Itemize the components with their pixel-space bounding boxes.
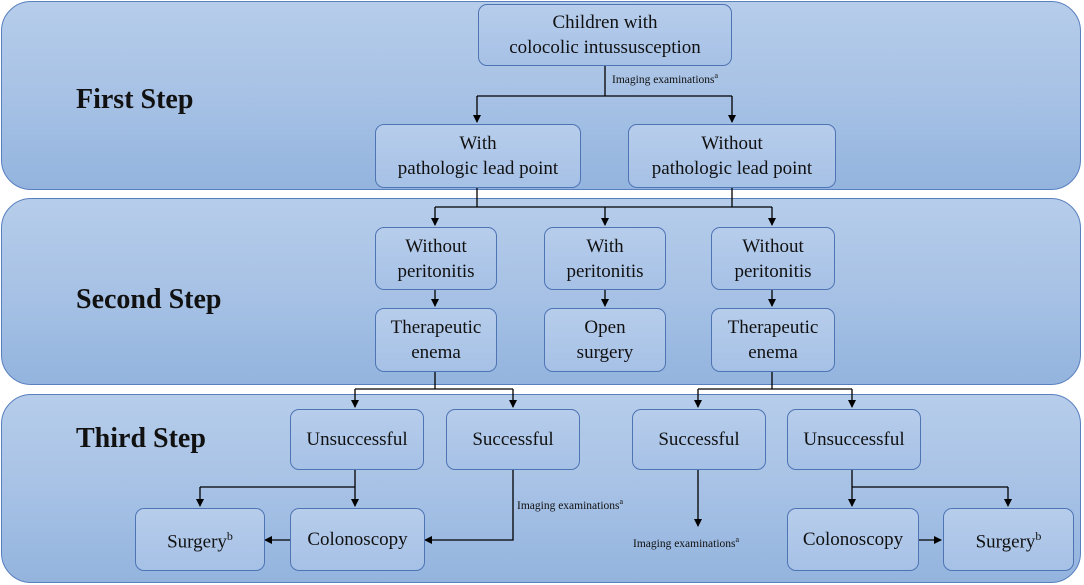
with-lead-line1: With — [459, 133, 497, 154]
unsuccessful-right-node: Unsuccessful — [787, 409, 921, 470]
enema-right-line2: enema — [748, 342, 798, 363]
enema-left-line1: Therapeutic — [390, 317, 482, 338]
surgery-left-node: Surgeryb — [135, 508, 265, 571]
therapeutic-enema-right-node: Therapeutic enema — [711, 308, 835, 372]
third-step-title: Third Step — [76, 423, 206, 454]
enema-left-line2: enema — [411, 342, 461, 363]
edge-succ-left-imaging — [424, 470, 514, 544]
with-lead-line2: pathologic lead point — [397, 158, 559, 179]
no-perit-right-line1: Without — [742, 235, 804, 257]
succ-right-label: Successful — [658, 429, 740, 450]
unsucc-right-label: Unsuccessful — [803, 429, 905, 450]
second-step-title: Second Step — [76, 284, 222, 315]
first-step-title: First Step — [76, 84, 194, 115]
open-surgery-line1: Open — [584, 317, 626, 338]
open-surgery-node: Open surgery — [544, 308, 666, 372]
unsucc-left-label: Unsuccessful — [306, 429, 408, 450]
surgery-right-node: Surgeryb — [943, 508, 1074, 571]
no-perit-left-line2: peritonitis — [397, 260, 475, 282]
no-perit-right-line2: peritonitis — [734, 260, 812, 282]
enema-right-line1: Therapeutic — [727, 317, 819, 338]
second-step-band — [1, 198, 1081, 385]
root-node-line1: Children with — [552, 12, 658, 33]
without-peritonitis-right-node: Without peritonitis — [711, 227, 835, 290]
surgery-left-label: Surgeryb — [167, 529, 233, 553]
root-node-line2: colocolic intussusception — [509, 37, 701, 58]
imaging-label-right: Imaging examinationsa — [633, 535, 740, 550]
no-perit-left-line1: Without — [405, 235, 467, 257]
without-lead-point-node: Without pathologic lead point — [628, 124, 836, 188]
successful-right-node: Successful — [632, 409, 766, 470]
with-peritonitis-node: With peritonitis — [544, 227, 666, 290]
imaging-label-left: Imaging examinationsa — [517, 497, 624, 512]
unsuccessful-left-node: Unsuccessful — [290, 409, 424, 470]
colon-right-label: Colonoscopy — [802, 529, 904, 550]
colonoscopy-left-node: Colonoscopy — [290, 508, 425, 571]
open-surgery-line2: surgery — [576, 342, 634, 363]
without-lead-line1: Without — [701, 133, 763, 154]
successful-left-node: Successful — [446, 409, 580, 470]
with-perit-line1: With — [586, 235, 624, 257]
succ-left-label: Successful — [472, 429, 554, 450]
without-peritonitis-left-node: Without peritonitis — [375, 227, 497, 290]
with-lead-point-node: With pathologic lead point — [375, 124, 581, 188]
therapeutic-enema-left-node: Therapeutic enema — [375, 308, 497, 372]
surgery-right-label: Surgeryb — [975, 529, 1042, 553]
colon-left-label: Colonoscopy — [307, 529, 408, 550]
colonoscopy-right-node: Colonoscopy — [787, 508, 919, 571]
root-node: Children with colocolic intussusception — [478, 4, 732, 66]
without-lead-line2: pathologic lead point — [651, 158, 813, 179]
imaging-label-root: Imaging examinationsa — [612, 71, 719, 86]
with-perit-line2: peritonitis — [566, 260, 644, 282]
